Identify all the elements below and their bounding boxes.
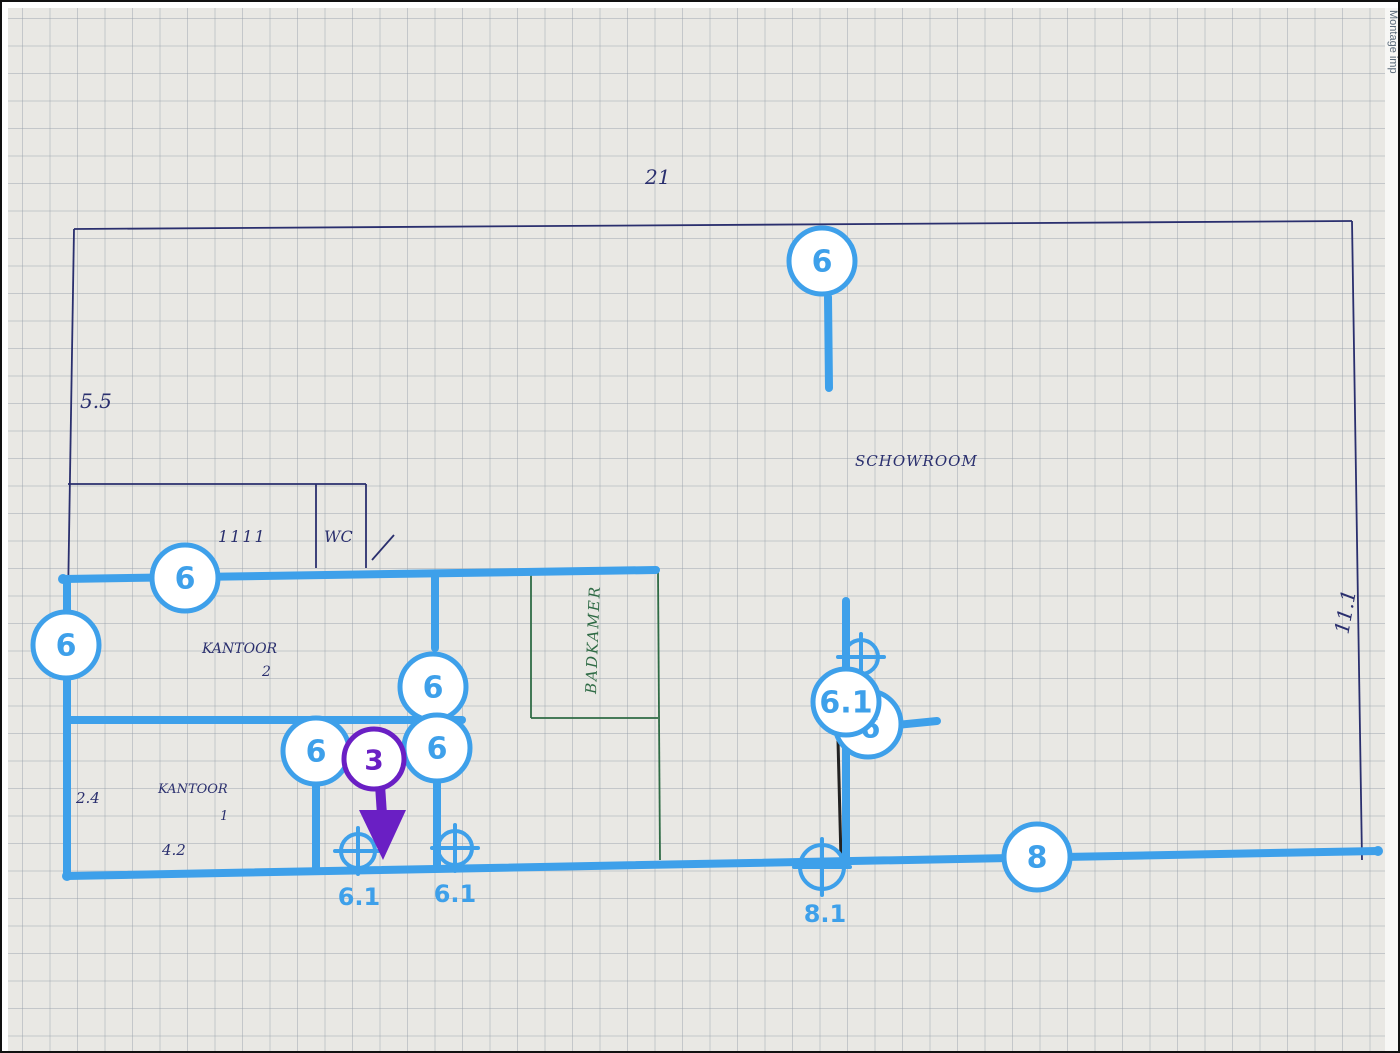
dim-right-height: 11.1 xyxy=(1330,588,1361,636)
svg-text:3: 3 xyxy=(364,744,383,777)
wall-showroom-stub[interactable] xyxy=(824,293,833,392)
label-badkamer: BADKAMER xyxy=(582,585,604,695)
green-outline xyxy=(530,571,661,861)
badge-showroom[interactable]: 6 xyxy=(786,225,858,297)
svg-text:6: 6 xyxy=(306,735,327,770)
wall-endpoint xyxy=(58,574,68,584)
svg-text:6: 6 xyxy=(175,562,196,597)
svg-text:6: 6 xyxy=(427,732,448,767)
badge-kantoor-divider[interactable]: 6 xyxy=(397,651,469,723)
label-kantoor-1-number: 1 xyxy=(220,809,228,824)
label-kantoor-2: KANTOOR xyxy=(201,641,278,657)
svg-text:8: 8 xyxy=(1027,841,1048,876)
dim-total-width: 21 xyxy=(644,165,670,189)
dim-kantoor-1-width: 2.4 xyxy=(75,789,100,807)
badge-top-wall[interactable]: 6 xyxy=(149,542,221,614)
label-showroom: SCHOWROOM xyxy=(855,452,978,470)
graph-paper xyxy=(8,8,1400,1053)
dim-kantoor-1-length: 4.2 xyxy=(161,841,186,859)
purple-arrow-head xyxy=(359,810,406,860)
point-label-6-1-right: 6.1 xyxy=(434,880,477,908)
wall-endpoint xyxy=(1373,846,1383,856)
page-edge-text: Montage imp xyxy=(1387,10,1399,74)
pen-outline xyxy=(67,220,1363,861)
label-wc: WC xyxy=(324,527,353,546)
door-post xyxy=(836,739,843,861)
svg-text:6: 6 xyxy=(56,629,77,664)
purple-arrow-marker[interactable]: 3 xyxy=(341,726,407,860)
badge-bottom-right[interactable]: 8 xyxy=(1001,821,1073,893)
target-marker-6-1-right[interactable] xyxy=(430,823,480,873)
point-label-6-1-left: 6.1 xyxy=(338,883,381,911)
svg-text:6: 6 xyxy=(423,671,444,706)
target-marker-6-1-left[interactable] xyxy=(333,826,383,876)
dim-left-height: 5.5 xyxy=(80,389,112,413)
badge-right-partition-front[interactable]: 6.1 xyxy=(810,666,882,738)
label-kantoor-1: KANTOOR xyxy=(157,782,228,797)
wall-lines xyxy=(58,293,1383,881)
wall-bottom[interactable] xyxy=(63,847,1382,880)
badge-left-wall[interactable]: 6 xyxy=(30,609,102,681)
badge-lower-left[interactable]: 6 xyxy=(280,715,352,787)
target-marker-8-1[interactable] xyxy=(792,837,852,897)
svg-text:6: 6 xyxy=(812,245,833,280)
wall-endpoint xyxy=(62,871,72,881)
label-stairs: 1111 xyxy=(218,527,267,546)
page-edge: Montage imp xyxy=(1385,8,1400,1053)
point-label-8-1: 8.1 xyxy=(804,900,847,928)
badge-lower-right[interactable]: 6 xyxy=(401,712,473,784)
svg-text:6.1: 6.1 xyxy=(819,686,872,721)
label-kantoor-2-number: 2 xyxy=(261,664,271,680)
